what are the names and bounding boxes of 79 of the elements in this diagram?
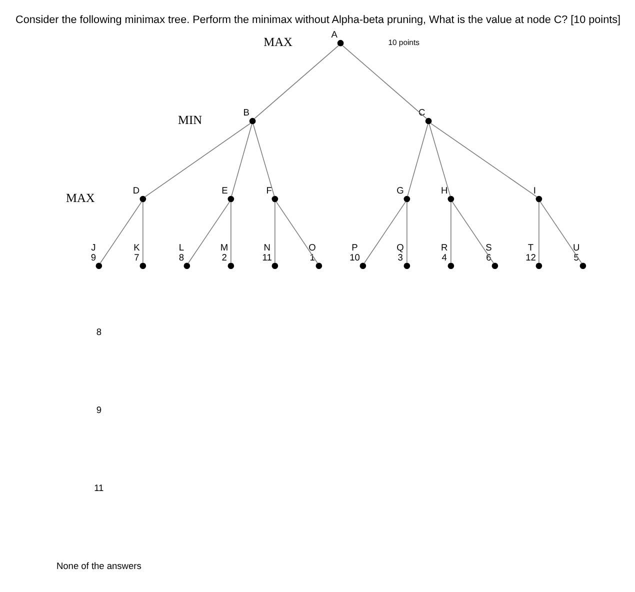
- node-label: A: [330, 30, 337, 40]
- node-circle: [227, 196, 234, 202]
- node-circle: [139, 262, 146, 270]
- node-label: L: [178, 242, 184, 252]
- connector: [430, 122, 537, 198]
- node-label: D: [132, 186, 140, 196]
- connector: [187, 201, 230, 264]
- connector: [450, 202, 451, 264]
- connector: [363, 201, 406, 264]
- node-label: 4: [441, 252, 446, 262]
- connector: [274, 202, 275, 264]
- node-label: N: [263, 242, 270, 252]
- label: MIN: [178, 113, 202, 128]
- node-circle: [248, 118, 256, 124]
- node-label: U: [572, 242, 580, 252]
- node-label: 10: [349, 252, 360, 262]
- connector: [144, 122, 251, 198]
- node-circle: [579, 262, 586, 270]
- node-label: K: [133, 242, 140, 252]
- node-label: 8: [178, 252, 184, 262]
- node-circle: [447, 196, 454, 202]
- node-circle: [183, 262, 190, 270]
- label: 9: [96, 405, 101, 416]
- connector: [252, 124, 274, 197]
- node-label: T: [527, 242, 534, 252]
- node-circle: [139, 196, 146, 202]
- node-label: 9: [90, 252, 96, 262]
- node-label: B: [242, 108, 249, 118]
- connector: [428, 124, 450, 197]
- connector: [451, 201, 494, 264]
- node-circle: [95, 262, 102, 270]
- node-circle: [336, 40, 344, 46]
- connector: [539, 201, 582, 264]
- diagram-title: Consider the following minimax tree. Perform the minimax without Alpha-beta pruning, What is the value at node C? [10 points]: [15, 14, 620, 26]
- connector: [230, 202, 231, 264]
- node-label: I: [532, 186, 536, 196]
- node-label: 3: [397, 252, 402, 262]
- node-circle: [403, 196, 410, 202]
- node-label: S: [485, 242, 492, 252]
- node-label: 2: [221, 252, 226, 262]
- label: MAX: [263, 35, 292, 50]
- node-circle: [535, 196, 542, 202]
- node-label: 12: [525, 252, 536, 262]
- node-label: E: [221, 186, 228, 196]
- node-circle: [535, 262, 542, 270]
- connector: [275, 201, 318, 264]
- node-label: P: [351, 242, 358, 252]
- label: 8: [96, 327, 101, 338]
- node-circle: [271, 262, 278, 270]
- node-label: O: [308, 242, 316, 252]
- node-label: J: [90, 242, 96, 252]
- node-circle: [315, 262, 322, 270]
- node-label: R: [440, 242, 448, 252]
- connector: [99, 201, 142, 264]
- connector: [342, 45, 427, 120]
- node-label: H: [440, 186, 448, 196]
- node-label: M: [220, 242, 228, 252]
- node-label: 11: [262, 252, 272, 262]
- node-circle: [227, 262, 234, 270]
- node-label: G: [396, 186, 404, 196]
- node-label: 7: [134, 252, 139, 262]
- label: 11: [94, 483, 104, 494]
- connector: [406, 202, 407, 264]
- node-circle: [359, 262, 366, 270]
- connector: [538, 202, 539, 264]
- node-circle: [447, 262, 454, 270]
- label: None of the answers: [56, 561, 141, 572]
- node-circle: [491, 262, 498, 270]
- node-circle: [271, 196, 278, 202]
- node-circle: [403, 262, 410, 270]
- connector: [406, 124, 428, 197]
- connector: [142, 202, 143, 264]
- node-label: Q: [396, 242, 404, 252]
- label: 10 points: [388, 38, 419, 48]
- connector: [230, 124, 252, 197]
- connector: [253, 45, 339, 120]
- node-label: F: [266, 186, 272, 196]
- node-circle: [424, 118, 432, 124]
- label: MAX: [65, 190, 94, 205]
